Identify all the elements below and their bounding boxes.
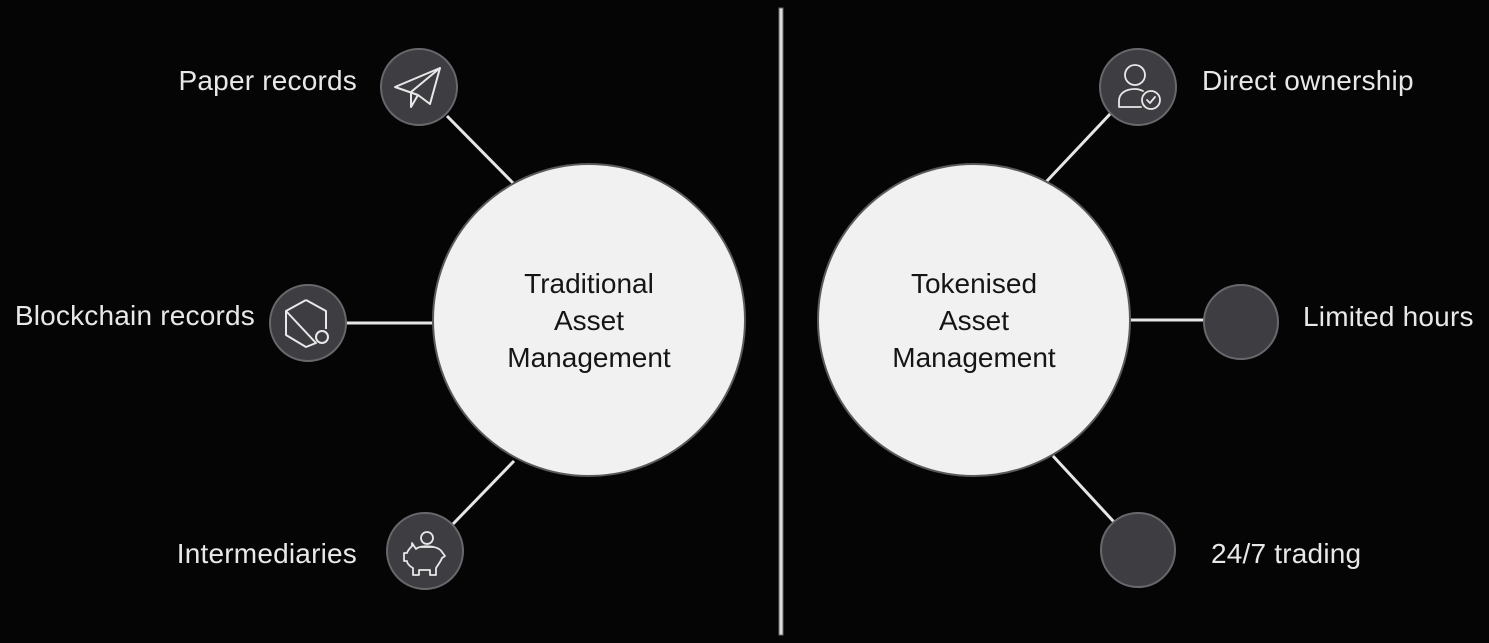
user-check-icon [1118, 64, 1161, 110]
hub-traditional-asset-management [432, 163, 746, 477]
hub-line: Management [507, 342, 671, 373]
node-blockchain-records [269, 284, 347, 362]
right-connectors [1044, 111, 1206, 524]
node-paper-records [380, 48, 458, 126]
piggy-bank-icon [403, 531, 446, 576]
hexagon-node-icon [285, 299, 329, 348]
label-direct-ownership: Direct ownership [1202, 65, 1414, 96]
connector-intermediaries [451, 459, 516, 526]
node-direct-ownership [1099, 48, 1177, 126]
hub-line: Management [892, 342, 1056, 373]
node-limited-hours [1203, 284, 1279, 360]
center-divider [778, 7, 784, 636]
connector-paper-records [445, 114, 516, 186]
connector-24-7-trading [1051, 454, 1116, 524]
hub-line: Asset [553, 305, 625, 336]
label-blockchain-records: Blockchain records [14, 300, 255, 331]
hub-line: Traditional [524, 268, 654, 299]
hub-text-tokenised: Tokenised Asset Management [818, 265, 1130, 376]
hub-line: Tokenised [910, 268, 1038, 299]
node-intermediaries [386, 512, 464, 590]
paper-plane-icon [394, 67, 441, 108]
label-limited-hours: Limited hours [1303, 301, 1474, 332]
hub-line: Asset [938, 305, 1010, 336]
hub-text-traditional: Traditional Asset Management [433, 265, 745, 376]
hub-tokenised-asset-management [817, 163, 1131, 477]
label-intermediaries: Intermediaries [176, 538, 357, 569]
connector-direct-ownership [1044, 111, 1113, 184]
left-connectors [346, 114, 516, 526]
label-24-7-trading: 24/7 trading [1211, 538, 1362, 569]
node-24-7-trading [1100, 512, 1176, 588]
label-paper-records: Paper records [178, 65, 357, 96]
